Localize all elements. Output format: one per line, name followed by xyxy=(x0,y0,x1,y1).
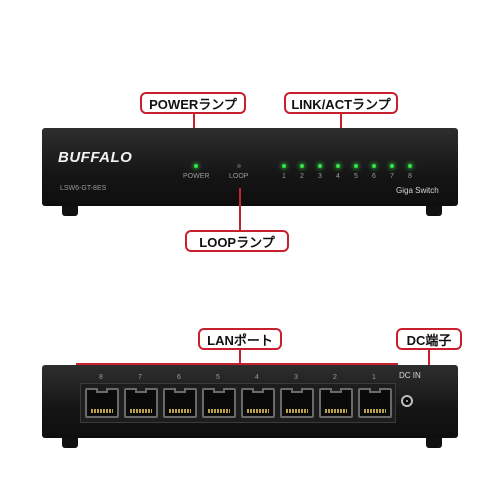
giga-switch-label: Giga Switch xyxy=(396,186,439,195)
front-port-number-5: 5 xyxy=(354,173,358,180)
leader-lan-bar xyxy=(76,363,398,365)
model-label: LSW6-GT-8ES xyxy=(60,185,107,192)
callout-power-lamp: POWERランプ xyxy=(140,92,246,114)
leader-lan-stem xyxy=(239,350,241,364)
front-foot-left xyxy=(62,206,78,216)
callout-link-act-lamp: LINK/ACTランプ xyxy=(284,92,398,114)
power-led xyxy=(194,164,198,168)
front-port-number-6: 6 xyxy=(372,173,376,180)
front-port-number-3: 3 xyxy=(318,173,322,180)
lan-port-5[interactable] xyxy=(202,388,236,418)
callout-lan-port: LANポート xyxy=(198,328,282,350)
loop-led xyxy=(237,164,241,168)
lan-port-6[interactable] xyxy=(163,388,197,418)
back-port-number-2: 2 xyxy=(333,374,337,381)
link-act-led-6 xyxy=(372,164,376,168)
link-act-led-2 xyxy=(300,164,304,168)
lan-port-4[interactable] xyxy=(241,388,275,418)
link-act-led-8 xyxy=(408,164,412,168)
power-label: POWER xyxy=(183,173,210,180)
brand-logo: BUFFALO xyxy=(58,149,133,166)
back-port-number-5: 5 xyxy=(216,374,220,381)
link-act-led-1 xyxy=(282,164,286,168)
loop-label: LOOP xyxy=(229,173,249,180)
front-port-number-7: 7 xyxy=(390,173,394,180)
lan-port-3[interactable] xyxy=(280,388,314,418)
leader-dc-port xyxy=(428,350,430,372)
link-act-led-7 xyxy=(390,164,394,168)
callout-dc-port: DC端子 xyxy=(396,328,462,350)
front-port-number-4: 4 xyxy=(336,173,340,180)
leader-link-act-stem xyxy=(340,114,342,130)
back-port-number-6: 6 xyxy=(177,374,181,381)
lan-port-1[interactable] xyxy=(358,388,392,418)
back-port-number-1: 1 xyxy=(372,374,376,381)
switch-front-panel xyxy=(42,128,458,206)
dc-in-label: DC IN xyxy=(399,371,421,380)
callout-loop-lamp: LOOPランプ xyxy=(185,230,289,252)
back-foot-right xyxy=(426,438,442,448)
link-act-led-4 xyxy=(336,164,340,168)
back-port-number-7: 7 xyxy=(138,374,142,381)
back-port-number-3: 3 xyxy=(294,374,298,381)
lan-port-8[interactable] xyxy=(85,388,119,418)
lan-port-7[interactable] xyxy=(124,388,158,418)
leader-loop-lamp xyxy=(239,188,241,230)
back-foot-left xyxy=(62,438,78,448)
front-port-number-2: 2 xyxy=(300,173,304,180)
back-port-number-8: 8 xyxy=(99,374,103,381)
front-port-number-1: 1 xyxy=(282,173,286,180)
front-foot-right xyxy=(426,206,442,216)
back-port-number-4: 4 xyxy=(255,374,259,381)
dc-jack[interactable] xyxy=(401,395,413,407)
link-act-led-3 xyxy=(318,164,322,168)
front-port-number-8: 8 xyxy=(408,173,412,180)
link-act-led-5 xyxy=(354,164,358,168)
lan-port-2[interactable] xyxy=(319,388,353,418)
